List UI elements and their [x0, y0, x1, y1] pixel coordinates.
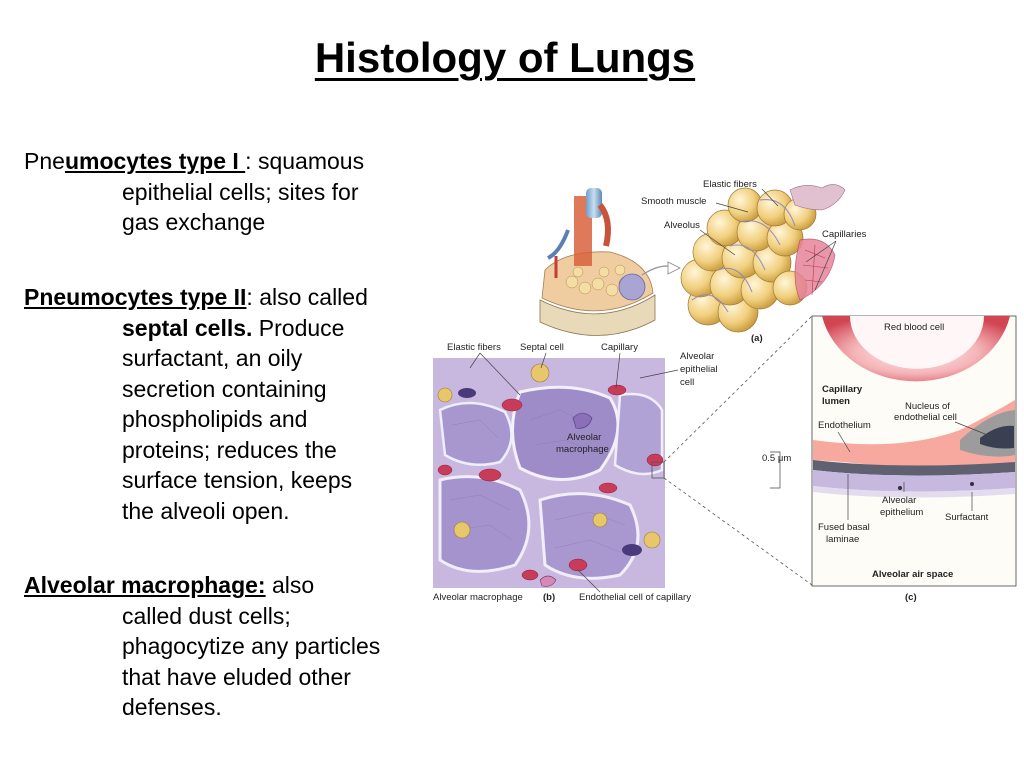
bullet-line: Alveolar macrophage: also [24, 570, 416, 601]
label-capillary-lumen-1: Capillary [822, 384, 863, 395]
label-alveolar-epithelial-cell-3: cell [680, 377, 694, 388]
term-plain: Pne [24, 148, 65, 174]
label-capillary: Capillary [601, 342, 638, 353]
panel-c-labels: Red blood cell Capillary lumen Nucleus o… [762, 322, 991, 603]
bullet-line: surface tension, keeps [122, 467, 353, 493]
bullet-line: surfactant, an oily [122, 345, 303, 371]
bullet-line: phagocytize any particles [122, 633, 381, 659]
label-air-space: Alveolar air space [872, 569, 953, 580]
bullet-line: that have eluded other [122, 663, 351, 690]
bullet-line: called dust cells; [122, 602, 291, 629]
bullet-line: septal cells. Produce [24, 313, 416, 344]
label-alveolar-epithelium-2: epithelium [880, 507, 923, 518]
label-smooth-muscle: Smooth muscle [641, 196, 706, 207]
panel-b-tissue [433, 358, 665, 588]
panel-a-labels: Elastic fibers Smooth muscle Alveolus Ca… [641, 179, 867, 344]
label-alveolus: Alveolus [664, 220, 700, 231]
term-rest: : also called [246, 284, 368, 310]
bullet-line: Pneumocytes type I : squamous [24, 146, 416, 177]
panel-a-tag: (a) [751, 333, 763, 344]
label-alveolar-macrophage: Alveolar macrophage [433, 592, 523, 603]
label-elastic-fibers: Elastic fibers [703, 179, 757, 190]
panel-c-tag: (c) [905, 592, 917, 603]
slide-title: Histology of Lungs [314, 34, 696, 81]
bullet-line: secretion containing [122, 375, 327, 402]
panel-connectors [651, 315, 813, 586]
panel-b-tag: (b) [543, 592, 555, 603]
bullet-pneumocytes-type-1: Pneumocytes type I : squamous epithelial… [24, 146, 416, 238]
term-bold: septal cells. [122, 314, 253, 341]
label-macrophage-center-1: Alveolar [567, 432, 601, 443]
bullet-line: phospholipids and [122, 406, 308, 432]
panel-a-alveolar-sac [680, 184, 846, 333]
label-nucleus-1: Nucleus of [905, 401, 950, 412]
label-capillary-lumen-2: lumen [822, 396, 850, 407]
bullet-line: proteins; reduces the [122, 436, 337, 463]
term-rest: : squamous [245, 148, 365, 174]
bullet-line: Pneumocytes type II: also called [24, 282, 416, 313]
label-elastic-fibers-b: Elastic fibers [447, 342, 501, 353]
label-macrophage-center-2: macrophage [556, 444, 609, 455]
label-capillaries: Capillaries [822, 229, 867, 240]
bullet-pneumocytes-type-2: Pneumocytes type II: also called septal … [24, 282, 416, 526]
term-bold: umocytes type I [64, 148, 246, 174]
bullet-line: epithelial cells; sites for [122, 178, 359, 205]
term-rest: also [265, 572, 315, 598]
bullet-line: the alveoli open. [122, 497, 290, 524]
label-alveolar-epithelial-cell-1: Alveolar [680, 351, 714, 362]
label-alveolar-epithelial-cell-2: epithelial [680, 364, 718, 375]
label-fused-basal-2: laminae [826, 534, 859, 545]
label-endothelium: Endothelium [818, 420, 871, 431]
bullet-alveolar-macrophage: Alveolar macrophage: also called dust ce… [24, 570, 416, 723]
term-bold: Pneumocytes type II [24, 284, 247, 310]
panel-b-labels: Elastic fibers Septal cell Capillary Alv… [433, 342, 718, 603]
panel-a-bronchiole [539, 188, 681, 336]
label-nucleus-2: endothelial cell [894, 412, 957, 423]
bullet-line: defenses. [122, 694, 222, 720]
label-alveolar-epithelium-1: Alveolar [882, 495, 916, 506]
label-septal-cell: Septal cell [520, 342, 564, 353]
label-scale: 0.5 μm [762, 453, 791, 464]
label-red-blood-cell: Red blood cell [884, 322, 944, 333]
term-bold: Alveolar macrophage: [24, 572, 266, 598]
panel-c-membrane [770, 315, 1017, 587]
label-endothelial-cell: Endothelial cell of capillary [579, 592, 691, 603]
label-fused-basal-1: Fused basal [818, 522, 870, 533]
label-surfactant: Surfactant [945, 512, 989, 523]
term-rest: Produce [252, 314, 345, 341]
bullet-line: gas exchange [122, 209, 266, 235]
